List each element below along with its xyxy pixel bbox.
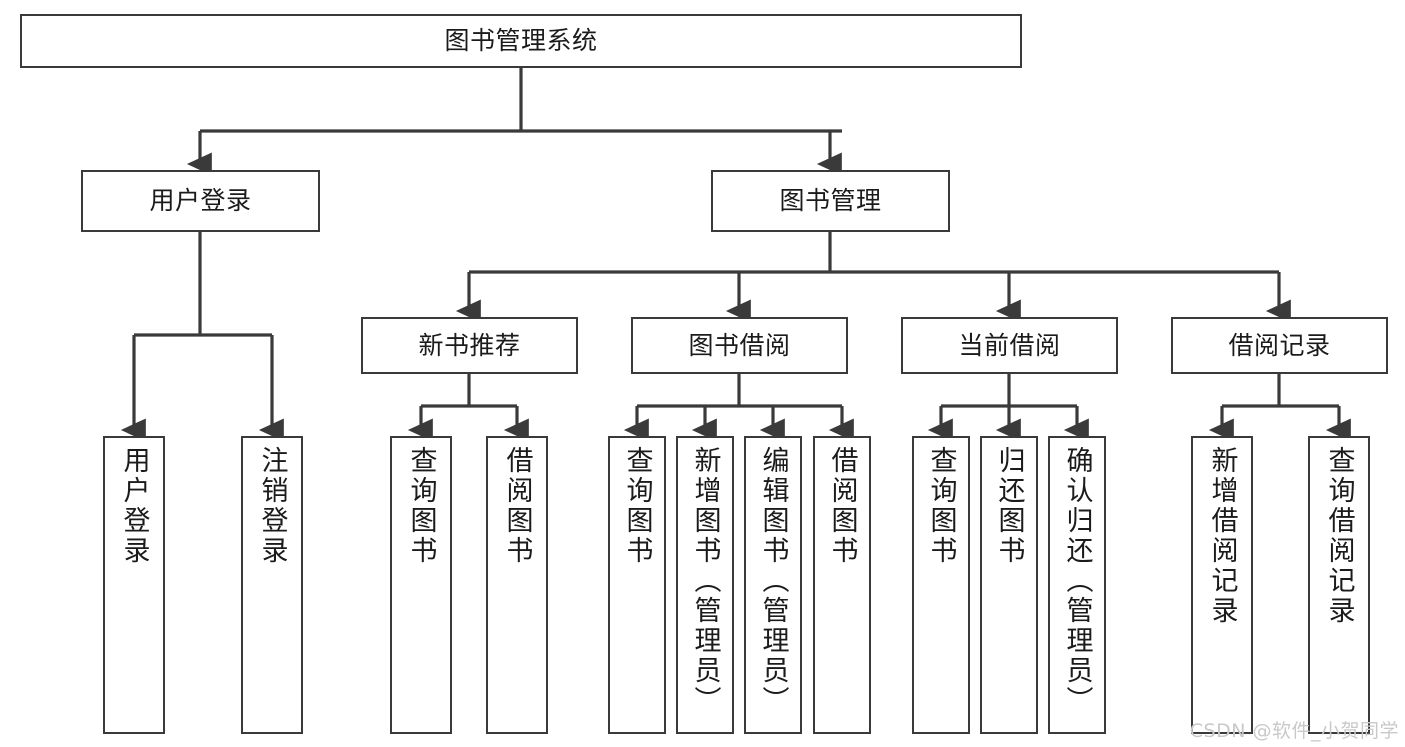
node-label: 查询图书 xyxy=(621,446,653,566)
csdn-watermark: CSDN @软件_小贺同学 xyxy=(1189,720,1399,742)
node-label: 图书借阅 xyxy=(688,330,791,360)
leaf-user-login[interactable]: 用户登录 xyxy=(103,436,165,734)
leaf-borrow-book-borrow[interactable]: 借阅图书 xyxy=(813,436,871,734)
leaf-query-borrow-record[interactable]: 查询借阅记录 xyxy=(1308,436,1370,734)
leaf-edit-book-admin[interactable]: 编辑图书（管理员） xyxy=(744,436,802,734)
node-label: 用户登录 xyxy=(118,446,150,566)
node-label: 新增图书（管理员） xyxy=(689,446,721,716)
node-label: 当前借阅 xyxy=(958,330,1061,360)
node-label: 确认归还（管理员） xyxy=(1061,446,1093,716)
node-user-login[interactable]: 用户登录 xyxy=(81,170,320,232)
node-label: 归还图书 xyxy=(993,446,1025,566)
leaf-confirm-return-admin[interactable]: 确认归还（管理员） xyxy=(1048,436,1106,734)
leaf-add-borrow-record[interactable]: 新增借阅记录 xyxy=(1191,436,1253,734)
node-label: 借阅图书 xyxy=(501,446,533,566)
node-label: 注销登录 xyxy=(256,446,288,566)
node-book-borrow[interactable]: 图书借阅 xyxy=(631,317,848,374)
leaf-return-book[interactable]: 归还图书 xyxy=(980,436,1038,734)
node-borrow-record[interactable]: 借阅记录 xyxy=(1171,317,1388,374)
leaf-query-book-borrow[interactable]: 查询图书 xyxy=(608,436,666,734)
node-label: 用户登录 xyxy=(149,186,252,216)
leaf-query-book-recommend[interactable]: 查询图书 xyxy=(390,436,452,734)
node-label: 编辑图书（管理员） xyxy=(757,446,789,716)
node-label: 查询借阅记录 xyxy=(1323,446,1355,626)
leaf-query-book-current[interactable]: 查询图书 xyxy=(912,436,970,734)
node-root-book-management-system[interactable]: 图书管理系统 xyxy=(20,14,1022,68)
node-label: 查询图书 xyxy=(405,446,437,566)
node-label: 图书管理系统 xyxy=(444,26,598,56)
node-label: 新增借阅记录 xyxy=(1206,446,1238,626)
node-label: 借阅图书 xyxy=(826,446,858,566)
node-current-borrow[interactable]: 当前借阅 xyxy=(901,317,1118,374)
leaf-borrow-book-recommend[interactable]: 借阅图书 xyxy=(486,436,548,734)
node-label: 借阅记录 xyxy=(1228,330,1331,360)
node-label: 新书推荐 xyxy=(418,330,521,360)
leaf-add-book-admin[interactable]: 新增图书（管理员） xyxy=(676,436,734,734)
node-new-book-recommend[interactable]: 新书推荐 xyxy=(361,317,578,374)
node-book-management[interactable]: 图书管理 xyxy=(711,170,950,232)
leaf-user-logout[interactable]: 注销登录 xyxy=(241,436,303,734)
node-label: 查询图书 xyxy=(925,446,957,566)
node-label: 图书管理 xyxy=(779,186,882,216)
